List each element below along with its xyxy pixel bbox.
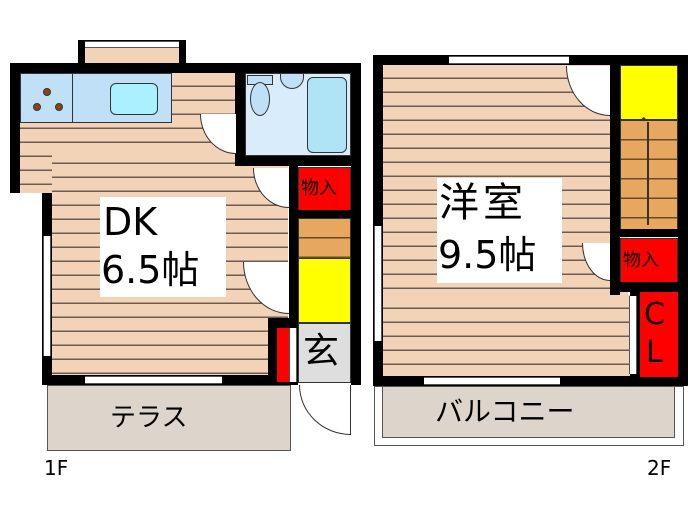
balcony-label: バルコニー — [435, 395, 575, 428]
balcony — [382, 386, 675, 438]
storage-wall-bottom — [289, 210, 353, 218]
dk-room-name: DK — [103, 200, 158, 244]
stair-arrowhead-icon: ⌃ — [637, 114, 651, 133]
stair-bottom-wall — [610, 229, 688, 237]
dk-label-box — [100, 197, 226, 297]
floor-1-label: 1F — [44, 456, 69, 480]
closet-label-c: C — [644, 297, 665, 332]
dk-room-size: 6.5帖 — [101, 248, 200, 292]
stove-counter — [20, 73, 73, 123]
burner-icon — [55, 103, 63, 111]
left-window — [374, 226, 382, 341]
closet[interactable] — [640, 292, 678, 377]
storage-1f-label: 物入 — [301, 178, 337, 199]
floor-2-plan: ⌃ 物入 C L 洋室 9.5帖 バルコニー 2F — [360, 0, 700, 525]
stair-wall — [610, 65, 620, 295]
terrace-label: テラス — [110, 403, 188, 433]
entrance-side-window — [289, 328, 297, 382]
floor-1-plan: 物入 玄 DK 6.5帖 テラス 1F — [0, 0, 361, 480]
bottom-window — [424, 377, 560, 385]
bath-wall-left — [235, 63, 245, 163]
landing-1f — [298, 258, 351, 323]
western-room-floor-lower — [383, 295, 633, 376]
storage-2f[interactable] — [620, 238, 678, 283]
entrance-label: 玄 — [303, 331, 340, 372]
floor-2-label: 2F — [647, 456, 672, 480]
bump-window — [85, 41, 179, 48]
entrance-door[interactable] — [299, 385, 351, 435]
terrace — [47, 385, 291, 451]
sink-icon — [110, 83, 158, 115]
stair-up-arrow-icon — [647, 122, 649, 225]
outer-wall-left — [373, 55, 383, 385]
outer-wall-right — [351, 63, 361, 385]
burner-icon — [33, 103, 41, 111]
closet-label-l: L — [646, 335, 663, 370]
western-room-name: 洋室 — [439, 180, 527, 226]
shoe-cabinet — [277, 328, 289, 382]
column-wall-left — [289, 160, 298, 385]
landing-2f — [620, 65, 678, 120]
burner-icon — [43, 88, 51, 96]
storage-2f-label: 物入 — [623, 250, 659, 271]
entrance-floor[interactable] — [298, 323, 351, 383]
outer-wall-right — [678, 55, 688, 385]
closet-door[interactable] — [629, 296, 637, 374]
bottom-window — [85, 376, 222, 384]
outer-wall-left-upper — [10, 63, 20, 193]
top-window — [449, 56, 569, 64]
stairs-2f — [620, 120, 678, 230]
western-room-size: 9.5帖 — [438, 233, 537, 277]
storage-2f-wall — [610, 282, 688, 292]
toilet-icon — [250, 82, 270, 116]
bathtub-icon — [307, 77, 347, 153]
western-label-box — [437, 178, 562, 283]
outer-wall-top — [10, 63, 353, 73]
stairs-1f — [298, 218, 351, 259]
left-window — [43, 236, 51, 356]
